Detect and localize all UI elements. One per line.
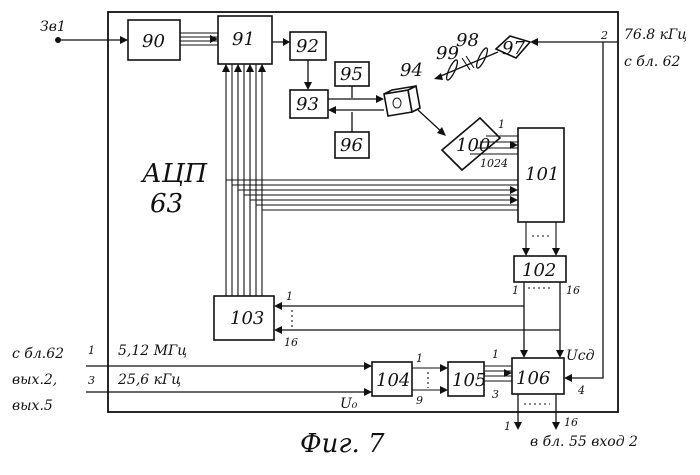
figure-caption: Фиг. 7	[300, 429, 385, 459]
block-105-label: 105	[452, 370, 486, 391]
block-91-label: 91	[232, 29, 255, 50]
module-number: 63	[150, 189, 183, 219]
bus-90-91	[180, 33, 218, 45]
block-90-label: 90	[142, 31, 165, 52]
source-label-2: вых.2,	[12, 372, 57, 388]
pin-16: 16	[564, 416, 578, 429]
block-94-label: 94	[400, 60, 423, 81]
block-97-label: 97	[502, 38, 525, 59]
module-name: АЦП	[140, 159, 208, 189]
pin-1: 1	[286, 290, 293, 303]
u0-label: U₀	[340, 396, 358, 412]
output-label: в бл. 55 вход 2	[530, 434, 638, 450]
source-label-3: вых.5	[12, 398, 53, 414]
block-95-label: 95	[340, 64, 363, 85]
usd-label: Uсд	[566, 348, 595, 364]
bus-104-105	[412, 364, 448, 394]
block-102-label: 102	[522, 260, 556, 281]
pin-3: 3	[492, 388, 499, 401]
bus-101-102	[522, 222, 560, 256]
bus-to-101	[226, 180, 518, 210]
block-100-label: 100	[456, 135, 490, 156]
pin-16: 16	[566, 284, 580, 297]
block-93-label: 93	[296, 94, 319, 115]
pin-1: 1	[88, 344, 95, 357]
pin-3: 3	[88, 374, 95, 387]
freq-25-6-label: 25,6 кГц	[117, 372, 181, 388]
pin-1: 1	[504, 420, 511, 433]
pin-1: 1	[492, 348, 499, 361]
block-106-label: 106	[516, 368, 550, 389]
block-98-label: 98	[456, 30, 479, 51]
pin-4: 4	[577, 384, 585, 397]
block-94	[384, 86, 420, 116]
clock-to-106	[566, 42, 603, 378]
bus-105-106	[484, 366, 512, 381]
pin-1: 1	[498, 118, 505, 131]
block-101-label: 101	[525, 164, 559, 185]
block-103-label: 103	[230, 308, 264, 329]
block-96-label: 96	[340, 135, 363, 156]
pin-1: 1	[416, 352, 423, 365]
clock-freq-label: 76.8 кГц	[624, 27, 687, 43]
pin-16: 16	[284, 336, 298, 349]
pin-9: 9	[416, 394, 423, 407]
source-label-1: с бл.62	[12, 346, 64, 362]
bus-93-94	[328, 95, 384, 114]
pin-1024: 1024	[480, 157, 508, 170]
input-label: Зв1	[40, 19, 66, 35]
freq-5-12-label: 5,12 МГц	[118, 343, 187, 359]
arrow	[120, 36, 128, 44]
block-104-label: 104	[376, 370, 410, 391]
block-92-label: 92	[296, 36, 319, 57]
pin-2: 2	[600, 29, 608, 42]
clock-source-label: с бл. 62	[624, 54, 681, 70]
pin-1: 1	[512, 284, 519, 297]
